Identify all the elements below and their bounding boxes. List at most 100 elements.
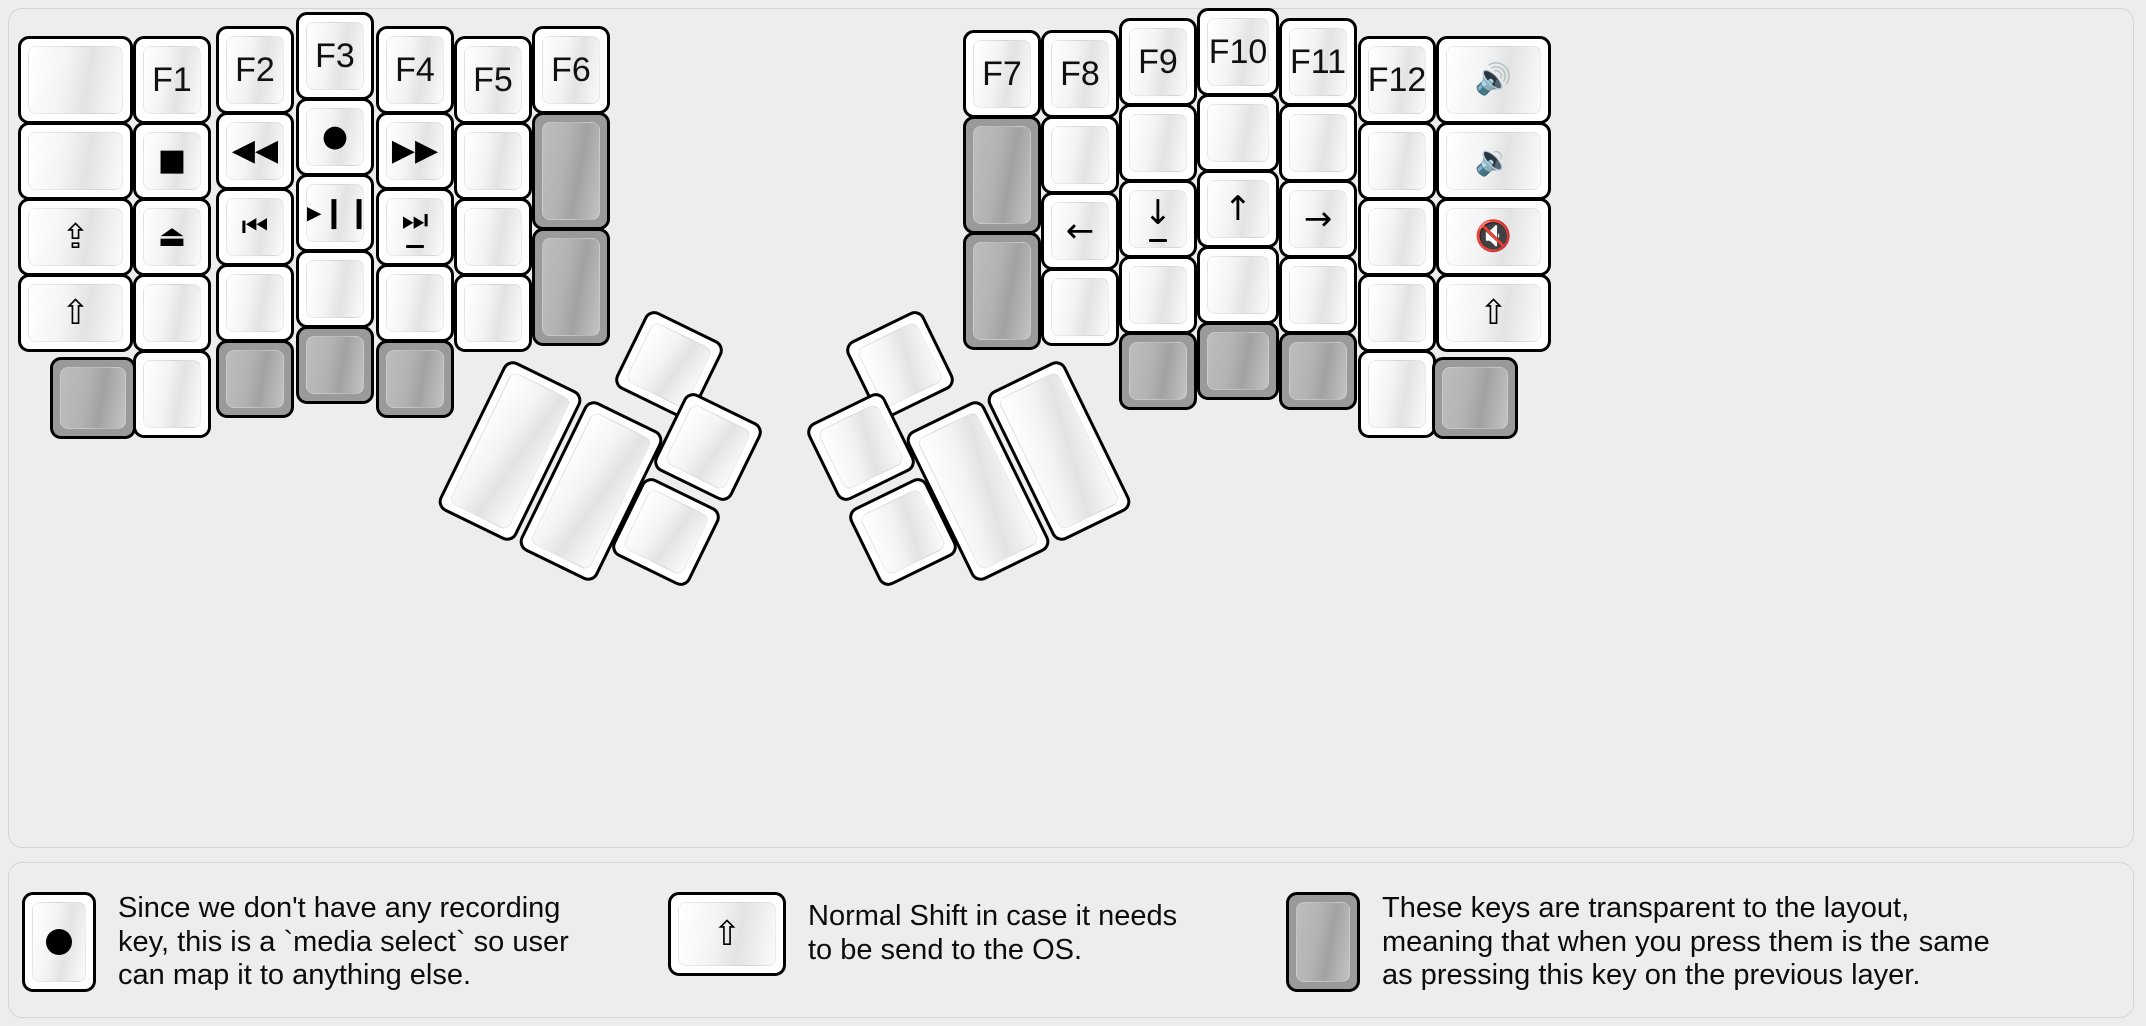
keycap-face: ⏮ xyxy=(226,198,284,256)
keycap-face: F7 xyxy=(973,40,1031,108)
keycap-face xyxy=(663,402,753,492)
left-key-media-record[interactable]: ● xyxy=(296,98,374,176)
right-key-blank-r1c3[interactable] xyxy=(1197,94,1279,172)
right-key-arrow-right[interactable]: → xyxy=(1279,180,1357,258)
keycap-face: F9 xyxy=(1129,28,1187,96)
left-key-transparent-tall-2[interactable] xyxy=(532,228,610,346)
caps-lock-icon: ⇪ xyxy=(61,217,90,257)
left-key-f2[interactable]: F2 xyxy=(216,26,294,114)
left-key-f3[interactable]: F3 xyxy=(296,12,374,100)
left-key-f5[interactable]: F5 xyxy=(454,36,532,124)
key-label: F3 xyxy=(315,37,355,75)
arrow-down-icon: ↓ xyxy=(1143,193,1173,233)
left-key-media-eject[interactable]: ⏏ xyxy=(133,198,211,276)
right-key-shift[interactable]: ⇧ xyxy=(1436,274,1551,352)
left-key-blank-r0c0[interactable] xyxy=(18,36,133,124)
left-key-media-rewind[interactable]: ◀◀ xyxy=(216,112,294,190)
keycap-face xyxy=(542,238,600,336)
right-key-f11[interactable]: F11 xyxy=(1279,18,1357,106)
left-key-blank-r3c1[interactable] xyxy=(133,274,211,352)
keycap-face: ⇧ xyxy=(1446,284,1541,342)
right-key-arrow-up[interactable]: ↑ xyxy=(1197,170,1279,248)
right-key-blank-r1c4[interactable] xyxy=(1279,104,1357,182)
left-key-media-next-track[interactable]: ⏭ xyxy=(376,188,454,266)
left-key-transparent-r4c4[interactable] xyxy=(376,340,454,418)
right-key-blank-r1c2[interactable] xyxy=(1119,104,1197,182)
right-key-transparent-tall-2[interactable] xyxy=(963,232,1041,350)
right-key-blank-r3c2[interactable] xyxy=(1119,256,1197,334)
arrow-right-icon: → xyxy=(1303,199,1333,239)
left-key-media-stop[interactable]: ■ xyxy=(133,122,211,200)
right-key-blank-r1c1[interactable] xyxy=(1041,116,1119,194)
right-key-arrow-down[interactable]: ↓ xyxy=(1119,180,1197,258)
left-key-f6[interactable]: F6 xyxy=(532,26,610,114)
keycap-face: ⇧ xyxy=(28,284,123,342)
left-key-media-play-pause[interactable]: ▶❙❙ xyxy=(296,174,374,252)
right-key-blank-r3c3[interactable] xyxy=(1197,246,1279,324)
left-key-blank-r4c1[interactable] xyxy=(133,350,211,438)
keycap-face xyxy=(226,274,284,332)
keycap-face xyxy=(28,132,123,190)
keycap-face xyxy=(143,284,201,342)
legend-text-shift: Normal Shift in case it needs to be send… xyxy=(808,900,1178,966)
right-key-transparent-r4c4[interactable] xyxy=(1279,332,1357,410)
left-key-blank-r3c4[interactable] xyxy=(376,264,454,342)
left-key-media-prev-track[interactable]: ⏮ xyxy=(216,188,294,266)
right-key-transparent-r4c6[interactable] xyxy=(1432,357,1518,439)
right-key-blank-r3c1[interactable] xyxy=(1041,268,1119,346)
keycap-face xyxy=(1368,360,1426,428)
legend-item-transparent-key: These keys are transparent to the layout… xyxy=(1286,892,1990,993)
key-label: F2 xyxy=(235,51,275,89)
left-key-transparent-r4c2[interactable] xyxy=(216,340,294,418)
volume-down-icon: 🔉 xyxy=(1474,143,1513,178)
right-key-f7[interactable]: F7 xyxy=(963,30,1041,118)
keycap-face xyxy=(143,360,201,428)
legend-keycap-record xyxy=(22,892,96,993)
keycap-face xyxy=(1129,114,1187,172)
right-key-f12[interactable]: F12 xyxy=(1358,36,1436,124)
left-key-caps-lock[interactable]: ⇪ xyxy=(18,198,133,276)
left-key-blank-r2c5[interactable] xyxy=(454,198,532,276)
left-key-shift[interactable]: ⇧ xyxy=(18,274,133,352)
keycap-face: ⇧ xyxy=(678,902,776,966)
left-key-blank-r1c0[interactable] xyxy=(18,122,133,200)
shift-icon: ⇧ xyxy=(61,293,90,333)
key-label: F9 xyxy=(1138,43,1178,81)
right-key-blank-r1c5[interactable] xyxy=(1358,122,1436,200)
right-key-volume-mute[interactable]: 🔇 xyxy=(1436,198,1551,276)
right-key-blank-r4c5[interactable] xyxy=(1358,350,1436,438)
right-key-f8[interactable]: F8 xyxy=(1041,30,1119,118)
keycap-face: F8 xyxy=(1051,40,1109,108)
keycap-face: ◀◀ xyxy=(226,122,284,180)
key-label: F7 xyxy=(982,55,1022,93)
keycap-face: F12 xyxy=(1368,46,1426,114)
right-key-transparent-r4c3[interactable] xyxy=(1197,322,1279,400)
left-key-f4[interactable]: F4 xyxy=(376,26,454,114)
keycap-face: F3 xyxy=(306,22,364,90)
keycap-face xyxy=(32,902,86,983)
right-key-blank-r3c4[interactable] xyxy=(1279,256,1357,334)
left-key-blank-r3c3[interactable] xyxy=(296,250,374,328)
legend-keycap-shift: ⇧ xyxy=(668,892,786,976)
right-key-blank-r3c5[interactable] xyxy=(1358,274,1436,352)
key-label: F4 xyxy=(395,51,435,89)
left-key-media-fast-forward[interactable]: ▶▶ xyxy=(376,112,454,190)
right-key-volume-down[interactable]: 🔉 xyxy=(1436,122,1551,200)
right-key-arrow-left[interactable]: ← xyxy=(1041,192,1119,270)
key-label: F12 xyxy=(1368,61,1426,99)
left-key-blank-r1c5[interactable] xyxy=(454,122,532,200)
right-key-transparent-r4c2[interactable] xyxy=(1119,332,1197,410)
right-key-f10[interactable]: F10 xyxy=(1197,8,1279,96)
left-key-transparent-tall-1[interactable] xyxy=(532,112,610,230)
keycap-face: 🔉 xyxy=(1446,132,1541,190)
left-key-blank-r3c2[interactable] xyxy=(216,264,294,342)
right-key-blank-r2c5[interactable] xyxy=(1358,198,1436,276)
left-key-f1[interactable]: F1 xyxy=(133,36,211,124)
right-key-volume-up[interactable]: 🔊 xyxy=(1436,36,1551,124)
left-key-transparent-r4c3[interactable] xyxy=(296,326,374,404)
media-prev-track-icon: ⏮ xyxy=(241,209,269,244)
right-key-transparent-tall-1[interactable] xyxy=(963,116,1041,234)
right-key-f9[interactable]: F9 xyxy=(1119,18,1197,106)
left-key-blank-r3c5[interactable] xyxy=(454,274,532,352)
left-key-transparent-r4c0[interactable] xyxy=(50,357,136,439)
